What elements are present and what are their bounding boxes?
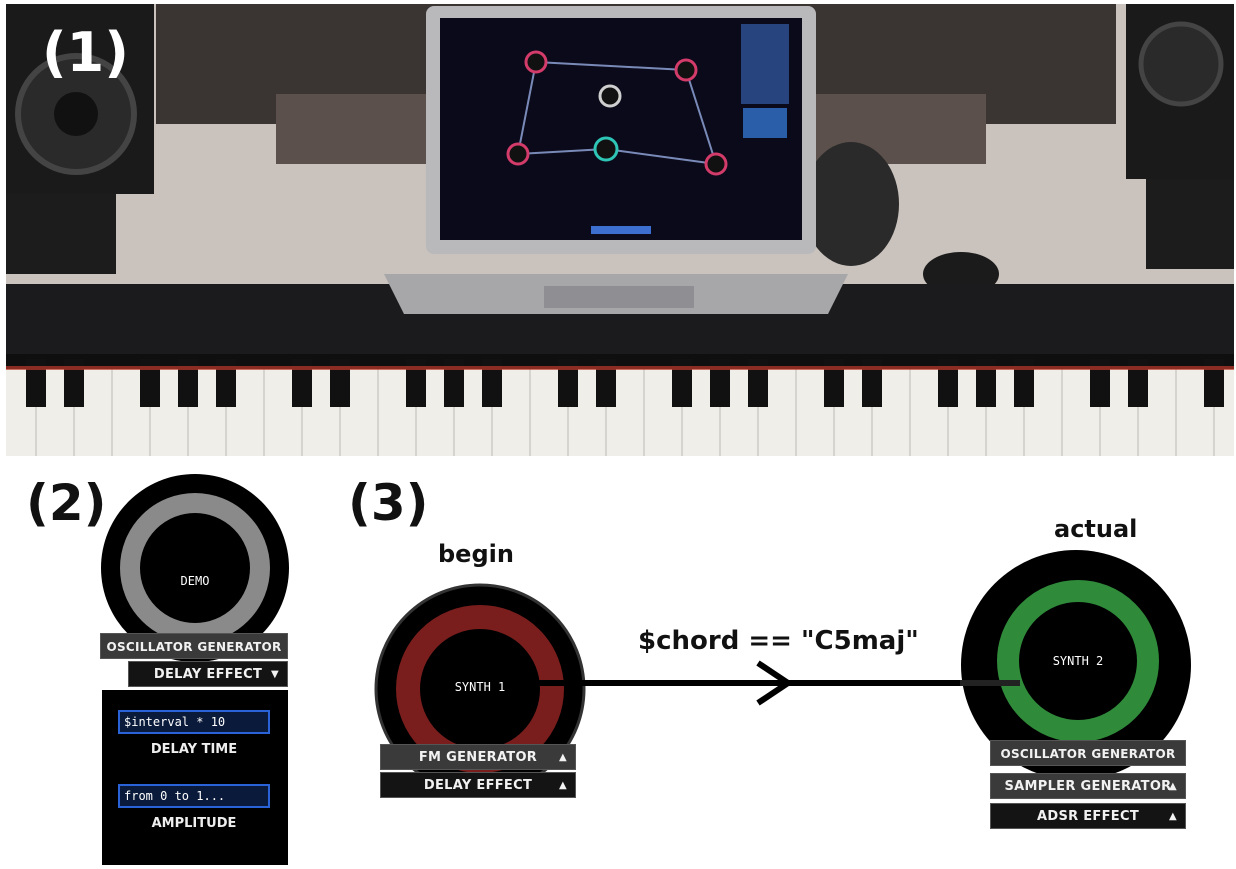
synth2-effect-dropdown[interactable]: ADSR EFFECT ▲ [990, 803, 1186, 829]
synth2-effect-label: ADSR EFFECT [1037, 809, 1139, 824]
actual-label: actual [1054, 515, 1138, 543]
synth1-effect-dropdown[interactable]: DELAY EFFECT ▲ [380, 772, 576, 798]
panel-3-label: (3) [348, 474, 429, 532]
effect-dropdown[interactable]: DELAY EFFECT ▼ [128, 661, 288, 687]
generator-label: OSCILLATOR GENERATOR [106, 640, 282, 654]
generator-dropdown[interactable]: OSCILLATOR GENERATOR [100, 633, 288, 659]
demo-node-circle[interactable] [100, 473, 290, 663]
chevron-down-icon: ▼ [271, 669, 279, 680]
amplitude-label: AMPLITUDE [151, 816, 237, 831]
synth1-generator-label: FM GENERATOR [418, 750, 538, 765]
synth1-generator-dropdown[interactable]: FM GENERATOR ▲ [380, 744, 576, 770]
synth1-effect-label: DELAY EFFECT [423, 778, 533, 793]
demo-node-label: DEMO [180, 574, 210, 588]
delay-time-input[interactable]: $interval * 10 [118, 710, 270, 734]
synth2-node-circle[interactable] [960, 549, 1192, 781]
begin-label: begin [438, 540, 514, 568]
panel-1-label: (1) [42, 21, 129, 84]
studio-scene [6, 4, 1234, 456]
synth1-node-circle[interactable] [374, 583, 586, 795]
delay-time-label: DELAY TIME [150, 742, 238, 757]
chevron-up-icon: ▲ [559, 752, 567, 763]
panel-2-label: (2) [26, 474, 107, 532]
chevron-up-icon: ▲ [559, 780, 567, 791]
studio-photo: (1) [6, 4, 1234, 456]
synth2-label: SYNTH 2 [1052, 654, 1104, 668]
chevron-up-icon: ▲ [1169, 811, 1177, 822]
effect-label: DELAY EFFECT [153, 667, 263, 682]
synth1-label: SYNTH 1 [454, 680, 506, 694]
transition-condition[interactable]: $chord == "C5maj" [638, 626, 919, 656]
chevron-up-icon: ▲ [1169, 781, 1177, 792]
synth2-generator2-dropdown[interactable]: SAMPLER GENERATOR ▲ [990, 773, 1186, 799]
synth2-generator2-label: SAMPLER GENERATOR [1004, 779, 1172, 794]
amplitude-input[interactable]: from 0 to 1... [118, 784, 270, 808]
synth2-generator1-label: OSCILLATOR GENERATOR [1000, 747, 1176, 761]
synth2-generator1-dropdown[interactable]: OSCILLATOR GENERATOR [990, 740, 1186, 766]
